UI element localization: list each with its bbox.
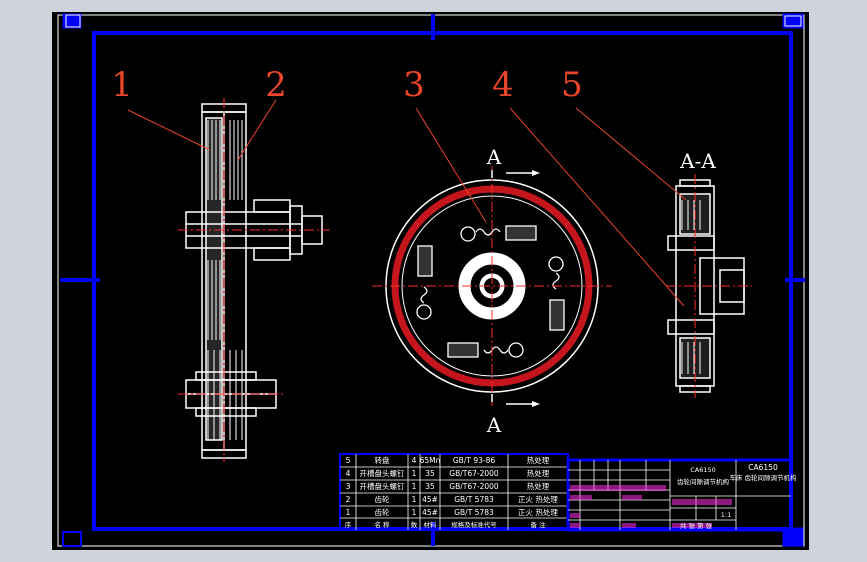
section-view-title: A-A [679,149,716,173]
part-label-1: 1 [111,65,133,105]
bom-note: 正火 热处理 [518,494,558,504]
section-a-a-centerlines [666,174,752,398]
section-label-top: A [486,145,502,169]
bom-standard: GB/T 5783 [454,508,494,517]
bom-no: 1 [346,508,351,517]
bom-name: 转盘 [375,455,390,465]
bom-name: 开槽盘头螺钉 [360,468,405,478]
bom-material: 35 [425,482,435,491]
centering-marks [60,14,805,546]
gear-pair-centerlines [178,98,330,462]
part-label-4: 4 [492,65,514,105]
bom-name: 齿轮 [375,507,390,517]
bom-standard: GB/T67-2000 [449,469,499,478]
bom-no: 2 [346,495,351,504]
title-right-top: CA6150 [748,463,778,472]
bom-header-material: 材料 [424,520,438,529]
leader-lines [127,99,687,307]
title-scale: 1:1 [721,511,731,519]
bom-header-note: 备 注 [530,520,546,529]
bom-name: 开槽盘头螺钉 [360,481,405,491]
bom-qty: 1 [412,508,417,517]
bom-note: 热处理 [527,481,550,491]
bom-note: 正火 热处理 [518,507,558,517]
bom-note: 热处理 [527,455,550,465]
bom-standard: GB/T 5783 [454,495,494,504]
title-drawing-no: CA6150 [690,466,716,474]
section-label-bottom: A [486,413,502,437]
bom-no: 3 [346,482,351,491]
bom-qty: 1 [412,495,417,504]
bom-no: 4 [346,469,351,478]
part-label-3: 3 [403,65,425,105]
bom-header-name: 名 称 [374,520,390,529]
bom-note: 热处理 [527,468,550,478]
adjusting-disc-view [372,166,612,407]
bom-standard: GB/T67-2000 [449,482,499,491]
bom-qty: 4 [412,456,417,465]
bom-material: 65Mn [420,456,441,465]
bom-header-qty: 数 [411,520,418,529]
bom-material: 35 [425,469,435,478]
bom-no: 5 [346,456,351,465]
gear-pair-section [185,103,323,459]
bom-header-no: 序 [345,520,352,529]
bom-material: 45# [422,495,438,504]
part-label-5: 5 [561,65,583,105]
bom-qty: 1 [412,469,417,478]
title-block: CA6150 齿轮间隙调节机构 CA6150 车床 齿轮间隙调节机构 1:1 共… [566,458,797,532]
part-label-2: 2 [265,65,287,105]
bom-material: 45# [422,508,438,517]
bom-standard: GB/T 93-86 [453,456,495,465]
bom-name: 齿轮 [375,494,390,504]
corner-markers [62,13,804,547]
bom-qty: 1 [412,482,417,491]
bom-header-standard: 规格及标准代号 [451,520,497,529]
bill-of-materials: 5 转盘 4 65Mn GB/T 93-86 热处理 4 开槽盘头螺钉 1 35… [339,453,569,531]
title-drawing-name: 齿轮间隙调节机构 [677,477,730,486]
title-right-sub: 车床 齿轮间隙调节机构 [729,473,797,482]
title-sheet: 共 张 第 张 [680,521,713,530]
